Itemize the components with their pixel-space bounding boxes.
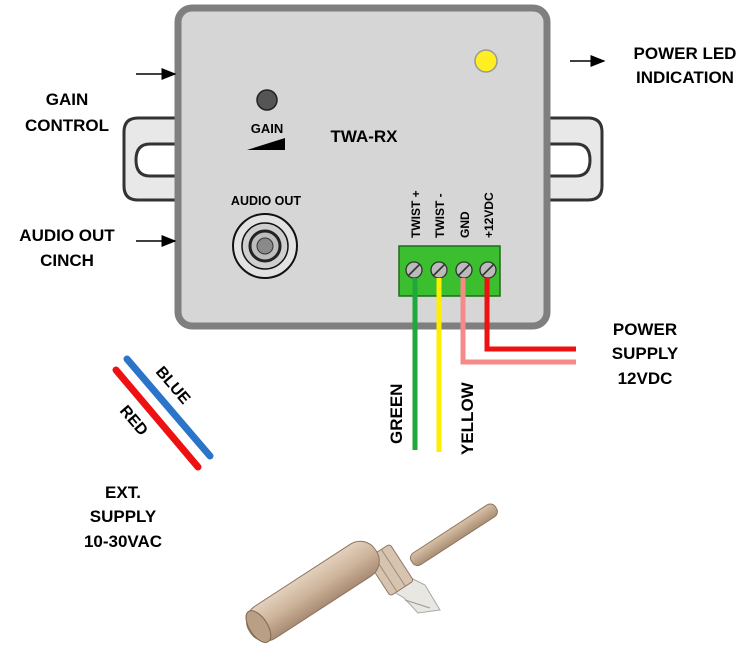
model-label: TWA-RX	[330, 127, 398, 146]
callout-power-supply-line1: POWER	[613, 320, 677, 339]
mounting-ear-right	[543, 116, 604, 202]
callout-power-supply-line3: 12VDC	[618, 369, 673, 388]
wire-blue-ext	[123, 355, 214, 460]
callout-audio-out-line1: AUDIO OUT	[19, 226, 115, 245]
callout-gain-control-line1: GAIN	[46, 90, 89, 109]
gain-knob[interactable]	[256, 89, 278, 111]
wire-red	[484, 278, 576, 352]
terminal-label-twist-minus: TWIST -	[433, 193, 447, 238]
terminal-label-twist-plus: TWIST +	[409, 190, 423, 238]
callout-power-led-line1: POWER LED	[634, 44, 737, 63]
wire-pink	[460, 278, 576, 365]
wire-red-ext	[112, 366, 202, 471]
gain-ramp-icon	[247, 138, 285, 150]
callout-power-led-line2: INDICATION	[636, 68, 734, 87]
terminal-label-12vdc: +12VDC	[482, 192, 496, 238]
wire-label-blue: BLUE	[152, 364, 193, 408]
gain-label: GAIN	[251, 121, 284, 136]
wire-label-yellow: YELLOW	[458, 381, 477, 455]
power-led	[474, 49, 498, 73]
audio-out-jack[interactable]	[232, 213, 298, 279]
sensor-probe-image	[245, 503, 498, 643]
callout-ext-supply-line2: SUPPLY	[90, 507, 157, 526]
callout-audio-out-line2: CINCH	[40, 251, 94, 270]
callout-gain-control-line2: CONTROL	[25, 116, 109, 135]
callout-ext-supply-line1: EXT.	[105, 483, 141, 502]
callout-power-supply-line2: SUPPLY	[612, 344, 679, 363]
callout-ext-supply-line3: 10-30VAC	[84, 532, 162, 551]
mounting-ear-left	[122, 116, 182, 202]
terminal-label-gnd: GND	[458, 211, 472, 238]
wire-label-green: GREEN	[387, 384, 406, 444]
audio-out-label: AUDIO OUT	[231, 194, 302, 208]
